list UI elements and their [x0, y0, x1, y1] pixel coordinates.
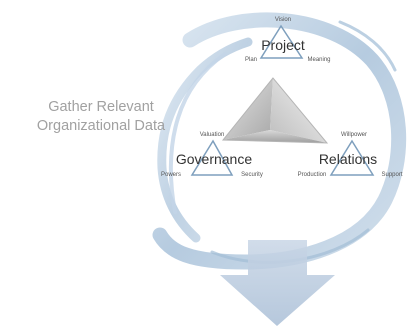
project-triangle	[259, 24, 304, 59]
governance-left-label: Powers	[161, 172, 181, 178]
relations-triangle	[329, 139, 375, 176]
relations-title: Relations	[319, 151, 377, 167]
governance-triangle	[190, 139, 234, 176]
cycle-ring	[152, 12, 407, 270]
project-top-label: Vision	[275, 17, 291, 23]
relations-left-label: Production	[298, 172, 327, 178]
gather-data-line-2: Organizational Data	[36, 118, 166, 134]
gather-data-label: Gather Relevant Organizational Data	[26, 98, 176, 136]
governance-title: Governance	[176, 151, 252, 167]
project-left-label: Plan	[245, 57, 257, 63]
gather-data-line-1: Gather Relevant	[48, 99, 154, 115]
down-arrow	[220, 240, 335, 326]
project-right-label: Meaning	[307, 57, 330, 63]
project-title: Project	[261, 37, 305, 53]
relations-top-label: Willpower	[341, 132, 367, 138]
central-pyramid	[221, 77, 329, 144]
governance-top-label: Valuation	[200, 132, 225, 138]
governance-right-label: Security	[241, 172, 263, 178]
relations-right-label: Support	[381, 172, 402, 178]
